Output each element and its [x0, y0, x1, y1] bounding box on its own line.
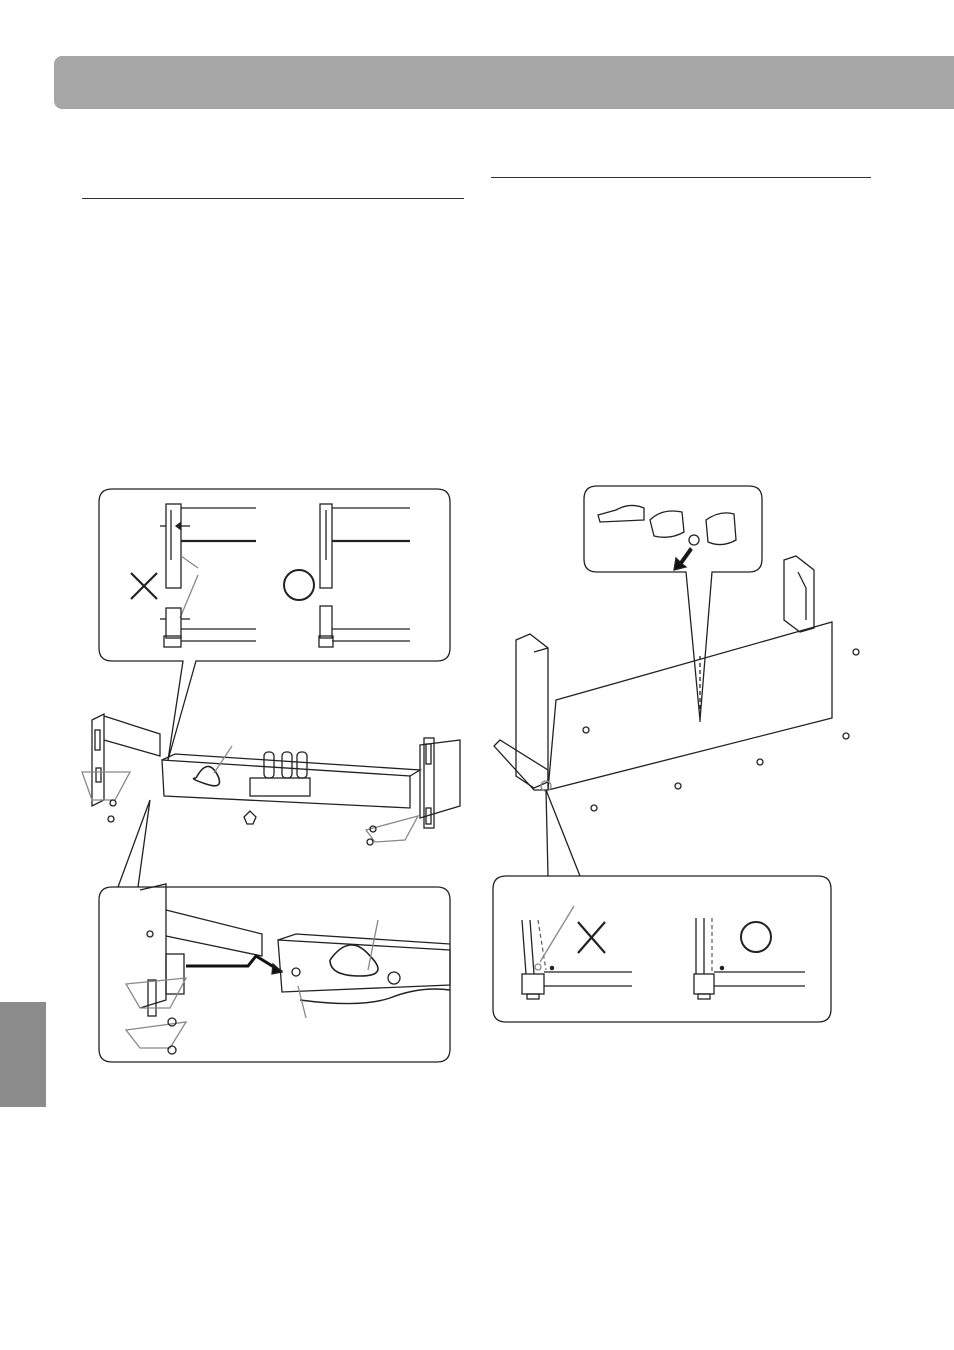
section-rule-right [491, 177, 871, 178]
incorrect-fit-detail [160, 503, 256, 648]
pedal-assembly-main [81, 712, 461, 846]
detail-callout-bottom-left [98, 799, 451, 1063]
arrow-icon [673, 546, 693, 571]
language-side-tab [0, 1002, 46, 1107]
x-mark-icon [130, 572, 158, 600]
correct-fit-detail [318, 503, 410, 648]
screws [582, 648, 860, 812]
chapter-header-bar [54, 56, 954, 109]
back-panel-assembly [493, 555, 860, 812]
circle-mark-icon [740, 921, 772, 953]
section-rule-left [82, 198, 464, 199]
detail-callout-bottom-right [492, 789, 832, 1023]
detail-callout-top-left [98, 488, 451, 761]
x-mark-icon [577, 921, 606, 954]
detail-callout-pedals [583, 485, 763, 721]
circle-mark-icon [283, 569, 315, 601]
